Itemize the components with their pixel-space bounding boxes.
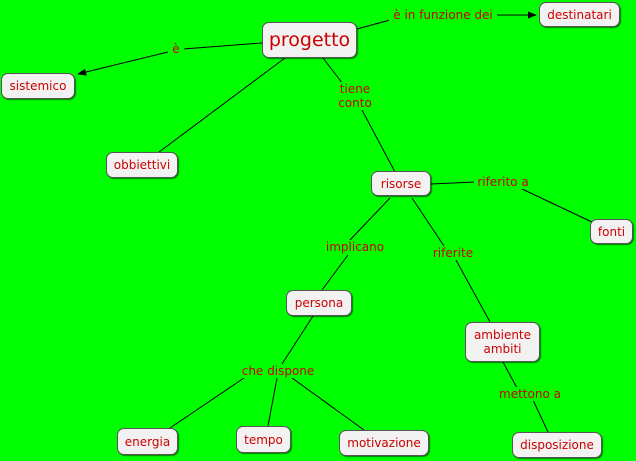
node-progetto[interactable]: progetto bbox=[262, 22, 357, 58]
link-label-e: è bbox=[168, 42, 184, 56]
link-label-implicano-persona bbox=[321, 254, 349, 291]
link-progetto-label-in-funzione bbox=[356, 19, 391, 30]
link-label-che-dispone: che dispone bbox=[239, 364, 317, 378]
link-label-e-sistemico bbox=[77, 51, 169, 76]
node-destinatari[interactable]: destinatari bbox=[539, 2, 620, 27]
link-label-mettono-disposizione bbox=[532, 399, 549, 433]
node-disposizione[interactable]: disposizione bbox=[512, 432, 602, 458]
link-label-riferito-fonti bbox=[519, 187, 595, 224]
link-che-dispone-tempo bbox=[267, 377, 278, 427]
link-label-implicano: implicano bbox=[324, 240, 386, 254]
link-label-tiene-conto: tiene conto bbox=[334, 82, 376, 110]
link-label-in-funzione: è in funzione dei bbox=[389, 8, 497, 22]
node-sistemico[interactable]: sistemico bbox=[1, 73, 75, 99]
node-ambiente-ambiti[interactable]: ambiente ambiti bbox=[465, 322, 540, 362]
link-label-mettono-a: mettono a bbox=[497, 387, 563, 401]
link-risorse-label-riferite bbox=[411, 197, 445, 247]
node-energia[interactable]: energia bbox=[117, 428, 178, 455]
link-ambiente-label-mettono bbox=[502, 361, 518, 389]
link-risorse-label-riferito bbox=[430, 181, 476, 185]
link-progetto-label-tiene-conto bbox=[322, 57, 344, 85]
node-motivazione[interactable]: motivazione bbox=[339, 430, 429, 456]
link-che-dispone-motivazione bbox=[291, 377, 365, 431]
link-progetto-label-e bbox=[182, 42, 263, 50]
node-persona[interactable]: persona bbox=[286, 290, 352, 316]
node-risorse[interactable]: risorse bbox=[371, 171, 431, 196]
link-che-dispone-energia bbox=[169, 377, 245, 429]
node-fonti[interactable]: fonti bbox=[590, 219, 633, 244]
link-label-riferite-ambiente bbox=[455, 259, 491, 323]
link-label-riferito-a: riferito a bbox=[474, 175, 532, 189]
link-persona-label-che-dispone bbox=[281, 315, 314, 365]
node-tempo[interactable]: tempo bbox=[236, 426, 291, 453]
link-progetto-obbiettivi bbox=[154, 57, 286, 156]
link-label-tiene-conto-risorse bbox=[361, 109, 396, 173]
node-obbiettivi[interactable]: obbiettivi bbox=[106, 152, 178, 178]
link-risorse-label-implicano bbox=[349, 197, 391, 241]
link-label-riferite: riferite bbox=[430, 246, 476, 260]
